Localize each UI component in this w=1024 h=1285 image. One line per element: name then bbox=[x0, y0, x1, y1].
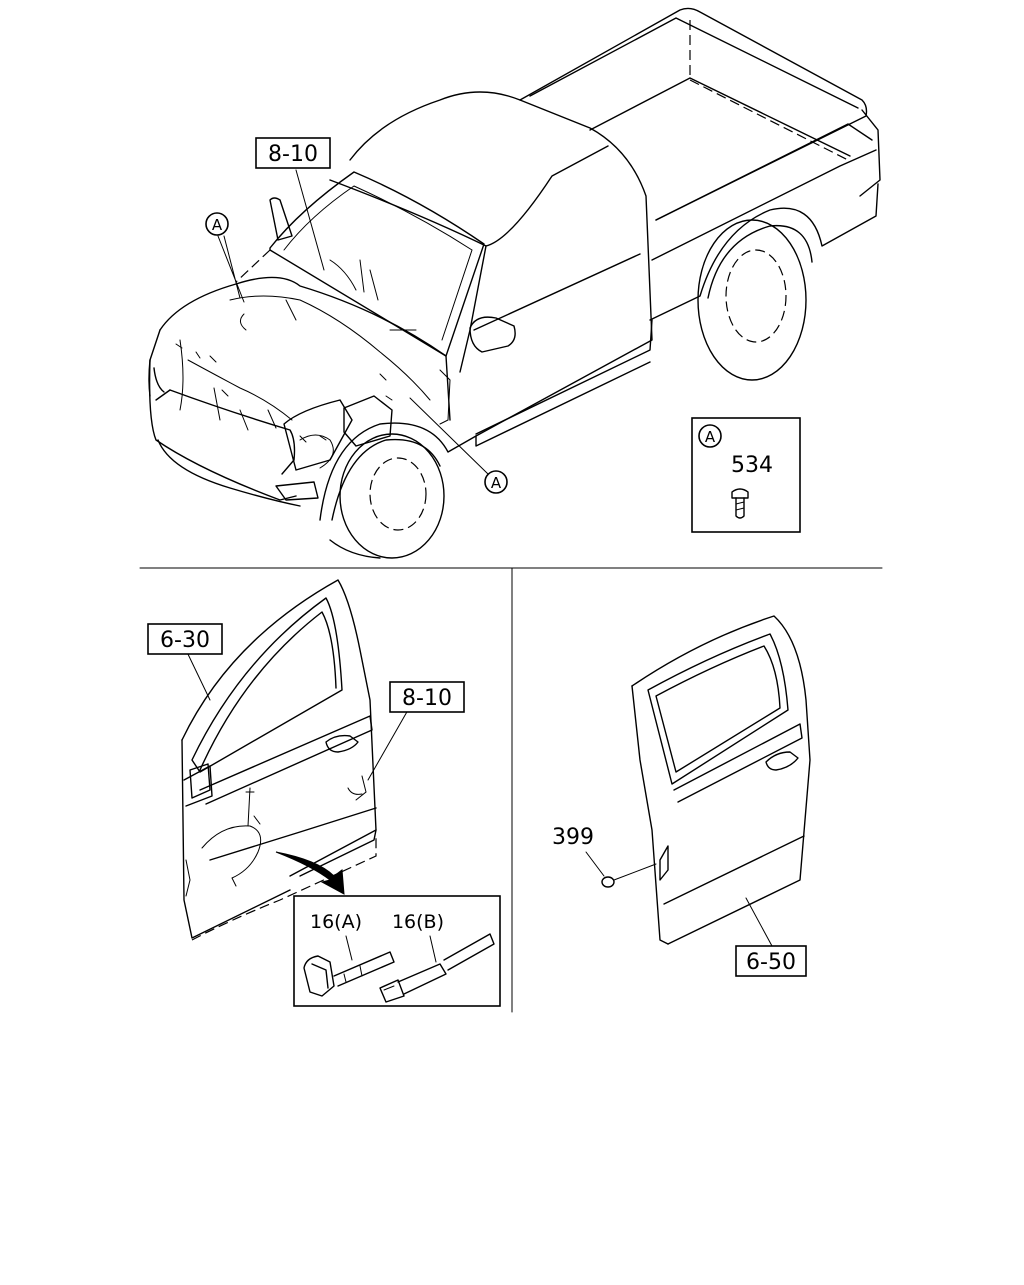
clip-a-callout-bottom: A bbox=[484, 470, 508, 494]
pickup-truck-drawing bbox=[148, 7, 881, 559]
clip-a-top-label: A bbox=[212, 216, 223, 234]
front-door-ref-label: 6-30 bbox=[160, 628, 210, 653]
part-534-label: 534 bbox=[731, 453, 773, 478]
detail-a-letter: A bbox=[705, 428, 716, 446]
clip-534-icon bbox=[731, 488, 749, 519]
front-door-drawing bbox=[181, 579, 409, 941]
plug-399-icon bbox=[601, 876, 615, 888]
clip-16b-icon bbox=[379, 933, 495, 1003]
harness-ref-label: 8-10 bbox=[268, 142, 318, 167]
clip-a-callout-top: A bbox=[205, 212, 229, 236]
part-399-label: 399 bbox=[552, 825, 594, 850]
front-door-ref-callout: 6-30 bbox=[147, 623, 223, 655]
clip-16a-icon bbox=[303, 951, 395, 997]
detail-a-box: A 534 bbox=[691, 417, 801, 533]
front-door-harness-label: 8-10 bbox=[402, 686, 452, 711]
clip-a-bottom-label: A bbox=[491, 474, 502, 492]
front-door-harness-callout: 8-10 bbox=[389, 681, 465, 713]
rear-door-drawing bbox=[585, 615, 811, 947]
clip-16b-label: 16(B) bbox=[392, 911, 444, 933]
rear-door-ref-callout: 6-50 bbox=[735, 945, 807, 977]
harness-ref-callout: 8-10 bbox=[255, 137, 331, 169]
rear-door-ref-label: 6-50 bbox=[746, 950, 796, 975]
clip-16a-label: 16(A) bbox=[310, 911, 362, 933]
clip-detail-box: 16(A) 16(B) bbox=[293, 895, 501, 1007]
